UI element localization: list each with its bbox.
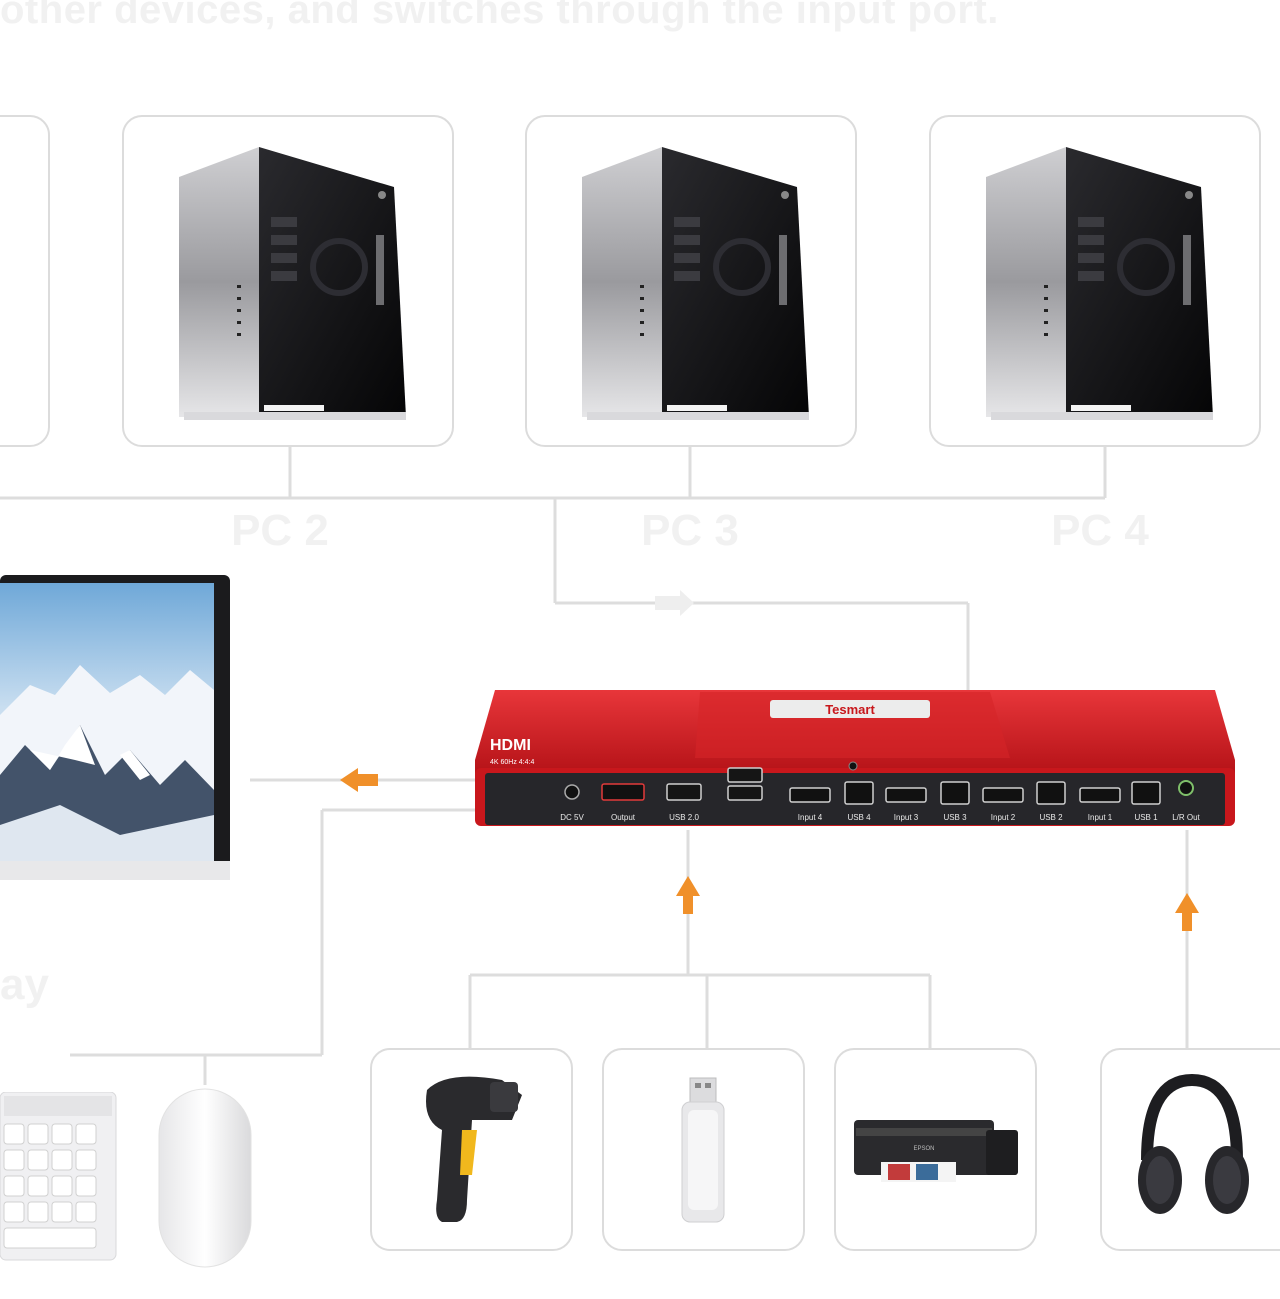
headline: other devices, and switches through the … <box>0 0 999 32</box>
usb-flash-drive-card[interactable] <box>602 1048 805 1251</box>
pc-label-3: PC 3 <box>641 506 739 555</box>
resolution-badge: 4K 60Hz 4:4:4 <box>490 759 534 766</box>
printer-icon: EPSON <box>854 1120 1018 1182</box>
kvm-switch[interactable]: Tesmart HDMI 4K 60Hz 4:4:4 DC 5V Output … <box>470 680 1240 840</box>
port-label-input3: Input 3 <box>894 813 919 822</box>
pc-card-3[interactable] <box>525 115 857 447</box>
usb-flash-drive-icon <box>681 1077 725 1223</box>
headphones-card[interactable] <box>1100 1048 1280 1251</box>
pc-label-2: PC 2 <box>231 506 329 555</box>
port-label-lrout: L/R Out <box>1172 813 1200 822</box>
port-label-usb3: USB 3 <box>943 813 967 822</box>
usb-keyboard-port <box>727 767 763 783</box>
keyboard-icon <box>0 1092 117 1261</box>
port-label-input2: Input 2 <box>991 813 1016 822</box>
pc-tower-icon <box>179 147 406 420</box>
brand-label: Tesmart <box>825 702 875 717</box>
hdmi-output-port <box>601 783 645 801</box>
display-label-partial: ay <box>0 960 49 1009</box>
audio-jack-icon <box>1178 780 1194 796</box>
port-label-input1: Input 1 <box>1088 813 1113 822</box>
port-label-usb4: USB 4 <box>847 813 871 822</box>
pc-card-2[interactable] <box>122 115 454 447</box>
monitor-icon <box>0 575 230 898</box>
arrow-left-icon <box>340 768 378 792</box>
port-label-input4: Input 4 <box>798 813 823 822</box>
hdmi-badge: HDMI <box>490 737 531 754</box>
svg-text:EPSON: EPSON <box>913 1146 934 1152</box>
headphones-icon <box>1138 1073 1249 1214</box>
port-label-usb1: USB 1 <box>1134 813 1158 822</box>
mouse-icon <box>158 1088 252 1268</box>
pc-label-4: PC 4 <box>1051 506 1149 555</box>
faded-arrow-icon <box>655 590 694 616</box>
pc-tower-icon <box>986 147 1213 420</box>
pc-card-4[interactable] <box>929 115 1261 447</box>
port-label-dc: DC 5V <box>560 813 584 822</box>
port-label-output: Output <box>611 813 636 822</box>
pc-tower-icon <box>582 147 809 420</box>
printer-card[interactable]: EPSON <box>834 1048 1037 1251</box>
barcode-scanner-icon <box>426 1076 522 1222</box>
usb-mouse-port <box>727 785 763 801</box>
port-label-usb2: USB 2 <box>1039 813 1063 822</box>
pc-card-1[interactable] <box>0 115 50 447</box>
dc-jack-icon <box>564 784 580 800</box>
port-label-usb20: USB 2.0 <box>669 813 699 822</box>
usb20-port <box>666 783 702 801</box>
arrow-up-icon <box>676 876 700 914</box>
barcode-scanner-card[interactable] <box>370 1048 573 1251</box>
arrow-up-icon <box>1175 893 1199 931</box>
